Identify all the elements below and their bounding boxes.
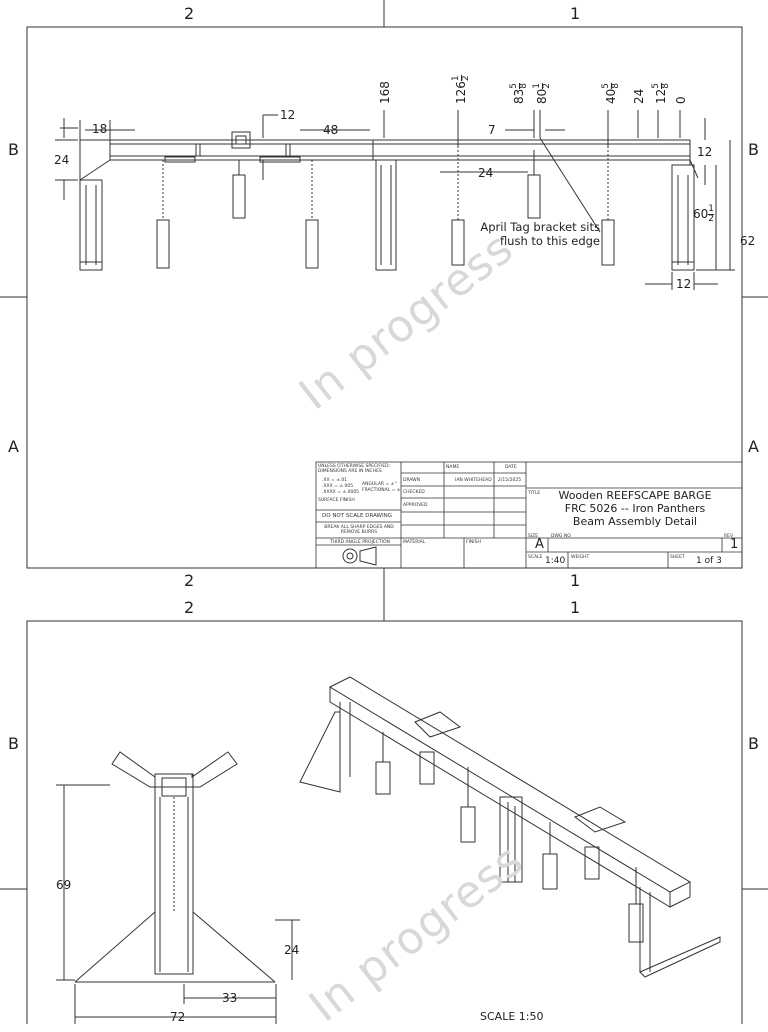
center-leg (375, 159, 397, 271)
break-edges-note: BREAK ALL SHARP EDGES AND REMOVE BURRS (324, 525, 394, 535)
zone-label: 2 (184, 598, 195, 617)
note-line: April Tag bracket sits (480, 220, 600, 234)
zone-label: 1 (570, 4, 581, 23)
approved-label: APPROVED (403, 503, 428, 508)
zone-label: B (8, 734, 19, 753)
drawing-title: Wooden REEFSCAPE BARGE FRC 5026 -- Iron … (528, 489, 742, 528)
projection-symbol (342, 548, 358, 564)
title-line: Wooden REEFSCAPE BARGE (558, 489, 712, 502)
tolerance-line: .XXXX = ±.0005 (322, 490, 360, 495)
zone-label: 2 (184, 4, 195, 23)
drawn-name: IAN WHITEHEAD (455, 478, 492, 483)
dimension-label: 18 (92, 122, 108, 136)
angular-tolerance: ANGULAR = ±° (362, 482, 397, 487)
zone-label: B (8, 140, 19, 159)
dimension-label: 12 (697, 145, 713, 159)
view-scale-label: SCALE 1:50 (480, 1010, 544, 1023)
size-label: SIZE (528, 534, 539, 539)
right-leg (671, 164, 695, 271)
dimension-label: 72 (170, 1010, 186, 1024)
dimension-label: 33 (222, 991, 238, 1005)
zone-label: B (748, 140, 759, 159)
pendants (156, 150, 615, 269)
zone-label: 1 (570, 598, 581, 617)
name-header: NAME (446, 465, 460, 470)
dimension-label: 24 (284, 943, 300, 957)
dimension-label: 7 (488, 123, 496, 137)
isometric-view-drawing (0, 592, 768, 1024)
dimension-label: 12 (280, 108, 296, 122)
dimension-label: 0 (674, 96, 688, 104)
material-label: MATERIAL (403, 540, 426, 545)
tolerance-line: .XXX = ±.005 (322, 484, 354, 489)
do-not-scale-note: DO NOT SCALE DRAWING (322, 513, 392, 519)
title-line: FRC 5026 -- Iron Panthers (564, 502, 706, 515)
front-view-drawing (0, 0, 768, 592)
title-line: Beam Assembly Detail (572, 515, 698, 528)
zone-label: A (748, 437, 759, 456)
scale-value: 1:40 (545, 556, 566, 566)
dwg-no-label: DWG NO (551, 534, 571, 539)
zone-label: A (8, 437, 19, 456)
drawn-date: 2/15/2025 (498, 478, 522, 483)
dimension-label: 12 (676, 277, 692, 291)
note-line: flush to this edge (499, 234, 600, 248)
left-leg (79, 179, 103, 271)
side-view (56, 751, 300, 1024)
dimension-label: 48 (323, 123, 339, 137)
finish-label: FINISH (466, 540, 481, 545)
projection-label: THIRD ANGLE PROJECTION (330, 540, 390, 545)
dimension-label: 24 (632, 88, 646, 104)
tolerance-line: .XX = ±.01 (322, 478, 348, 483)
zone-label: 1 (570, 571, 581, 590)
rev-value: 1 (730, 537, 739, 552)
checked-label: CHECKED (403, 490, 425, 495)
rev-label: REV (724, 534, 734, 539)
date-header: DATE (505, 465, 517, 470)
title-label: TITLE (528, 491, 541, 496)
tolerance-header: UNLESS OTHERWISE SPECIFIED: DIMENSIONS A… (318, 464, 391, 474)
size-value: A (535, 537, 544, 552)
iso-view (299, 676, 721, 978)
scale-label: SCALE (528, 555, 543, 560)
sheet-value: 1 of 3 (696, 556, 722, 566)
zone-label: B (748, 734, 759, 753)
drawn-label: DRAWN (403, 478, 421, 483)
sheet-label: SHEET (670, 555, 685, 560)
surface-finish: SURFACE FINISH (318, 498, 355, 503)
fractional-tolerance: FRACTIONAL = ± (362, 488, 401, 493)
dimension-label: 168 (378, 81, 392, 104)
title-block-lines (315, 461, 743, 569)
drawing-sheet-1: 2 1 B B A A 2 1 In progress 18 24 12 48 … (0, 0, 768, 592)
dimension-label: 24 (478, 166, 494, 180)
drawing-sheet-2: 2 1 B B In progress 69 24 33 72 SCALE 1:… (0, 592, 768, 1032)
annotation-note: April Tag bracket sits flush to this edg… (450, 220, 600, 248)
dimension-label: 62 (740, 234, 756, 248)
weight-label: WEIGHT (571, 555, 590, 560)
dimension-label: 24 (54, 153, 70, 167)
zone-label: 2 (184, 571, 195, 590)
april-tag-bracket (231, 131, 251, 149)
main-beam (109, 139, 691, 161)
dimension-label: 69 (56, 878, 72, 892)
